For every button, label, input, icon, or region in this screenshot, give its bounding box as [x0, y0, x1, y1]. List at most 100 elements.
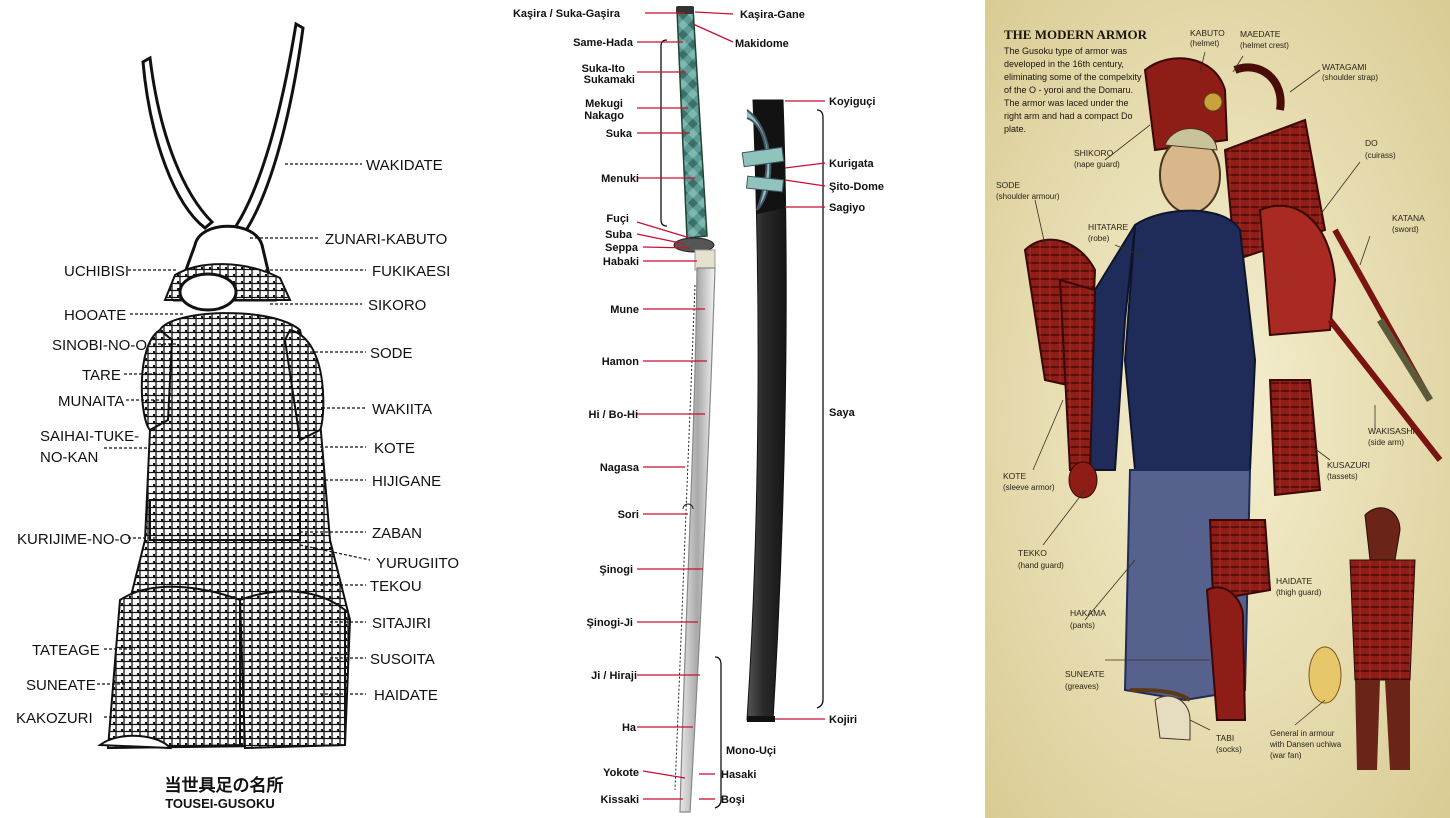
label-tekko: TEKKO	[1018, 548, 1047, 558]
katana-label: Suka-Ito	[582, 63, 626, 75]
label-katana-note: (sword)	[1392, 225, 1419, 234]
label-maedate-note: (helmet crest)	[1240, 41, 1289, 50]
katana-label: Yokote	[603, 767, 639, 779]
label-kote-note: (sleeve armor)	[1003, 483, 1055, 492]
katana-label: Hasaki	[721, 769, 756, 781]
katana-label: Hamon	[602, 356, 640, 368]
armor-label: KOTE	[374, 440, 415, 457]
katana-label: Kissaki	[600, 794, 639, 806]
description-line: The armor was laced under the	[1004, 98, 1129, 108]
katana-label: Şinogi	[599, 564, 633, 576]
label-hitatare: HITATARE	[1088, 222, 1128, 232]
label-suneate-note: (greaves)	[1065, 682, 1099, 691]
armor-caption: TOUSEI-GUSOKU	[165, 796, 275, 811]
armor-label: HIJIGANE	[372, 473, 441, 490]
katana-label: Kojiri	[829, 714, 857, 726]
armor-label: SODE	[370, 345, 413, 362]
armor-label: HOOATE	[64, 307, 126, 324]
armor-label: SIKORO	[368, 297, 426, 314]
katana-label: Mono-Uçi	[726, 745, 776, 757]
katana-label: Kurigata	[829, 158, 875, 170]
katana-label: Sagiyo	[829, 202, 865, 214]
label-kusazuri: KUSAZURI	[1327, 460, 1370, 470]
armor-label: ZUNARI-KABUTO	[325, 231, 447, 248]
katana-label: Sori	[618, 509, 639, 521]
katana-left-labels: Kaşira / Suka-Gaşira Same-Hada Suka-Ito …	[513, 8, 640, 806]
armor-left-labels: UCHIBISI HOOATE SINOBI-NO-O TARE MUNAITA…	[16, 263, 147, 727]
label-general-note: with Dansen uchiwa	[1269, 740, 1342, 749]
label-hakama: HAKAMA	[1070, 608, 1106, 618]
katana-diagram-panel: Kaşira / Suka-Gaşira Same-Hada Suka-Ito …	[485, 0, 985, 818]
description-line: right arm and had a compact Do	[1004, 111, 1133, 121]
katana-label: Seppa	[605, 242, 639, 254]
katana-right-labels: Koyiguçi Kurigata Şito-Dome Sagiyo Saya …	[829, 96, 884, 726]
hitatare-robe-shape	[1123, 209, 1257, 471]
armor-right-labels: WAKIDATE ZUNARI-KABUTO FUKIKAESI SIKORO …	[325, 157, 459, 704]
armor-label: SITAJIRI	[372, 615, 431, 632]
label-do: DO	[1365, 138, 1378, 148]
katana-label: Mekugi	[585, 98, 623, 110]
label-wakisashi-note: (side arm)	[1368, 438, 1404, 447]
kusazuri-shape	[1268, 379, 1322, 497]
label-sode-note: (shoulder armour)	[996, 192, 1060, 201]
armor-label: ZABAN	[372, 525, 422, 542]
do-cuirass-shape	[1258, 204, 1337, 337]
label-hakama-note: (pants)	[1070, 621, 1095, 630]
label-sode: SODE	[996, 180, 1020, 190]
haidate-shape	[1208, 519, 1272, 602]
armor-drawing: WAKIDATE ZUNARI-KABUTO FUKIKAESI SIKORO …	[16, 21, 459, 811]
label-katana: KATANA	[1392, 213, 1425, 223]
right-horn-shape	[233, 21, 305, 235]
modern-leader-lines	[1032, 51, 1376, 731]
katana-label: Şito-Dome	[829, 181, 884, 193]
armor-label: TEKOU	[370, 578, 422, 595]
armor-label: TARE	[82, 367, 121, 384]
left-horn-shape	[141, 55, 215, 230]
label-kote: KOTE	[1003, 471, 1026, 481]
armor-label: YURUGIITO	[376, 555, 459, 572]
katana-label: Ha	[622, 722, 637, 734]
katana-label: Hi / Bo-Hi	[589, 409, 639, 421]
description-line: plate.	[1004, 124, 1026, 134]
war-fan-shape	[1308, 646, 1342, 704]
katana-label: Makidome	[735, 38, 789, 50]
katana-label: Menuki	[601, 173, 639, 185]
katana-label: Fuçi	[606, 213, 629, 225]
modern-armor-description: The Gusoku type of armor was developed i…	[1004, 46, 1142, 134]
katana-label: Ji / Hiraji	[591, 670, 637, 682]
label-haidate: HAIDATE	[1276, 576, 1313, 586]
katana-label: Nagasa	[600, 462, 640, 474]
label-tabi-note: (socks)	[1216, 745, 1242, 754]
label-maedate: MAEDATE	[1240, 29, 1281, 39]
general-figure-helmet	[1364, 507, 1401, 561]
modern-armor-title: THE MODERN ARMOR	[1004, 27, 1148, 42]
tabi-shape	[1154, 695, 1191, 741]
katana-label: Boşi	[721, 794, 745, 806]
katana-label: Kaşira / Suka-Gaşira	[513, 8, 621, 20]
katana-label: Saya	[829, 407, 856, 419]
armor-label: SUNEATE	[26, 677, 96, 694]
armor-label: KAKOZURI	[16, 710, 93, 727]
katana-label: Sukamaki	[584, 74, 635, 86]
katana-label: Nakago	[584, 110, 624, 122]
armor-label: FUKIKAESI	[372, 263, 450, 280]
label-kusazuri-note: (tassets)	[1327, 472, 1358, 481]
armor-label: NO-KAN	[40, 449, 98, 466]
blade-shape	[679, 267, 716, 813]
katana-label: Habaki	[603, 256, 639, 268]
label-tekko-note: (hand guard)	[1018, 561, 1064, 570]
description-line: of the O - yoroi and the Domaru.	[1004, 85, 1133, 95]
katana-mid-labels: Kaşira-Gane Makidome Mono-Uçi Hasaki Boş…	[721, 9, 805, 806]
label-shikoro: SHIKORO	[1074, 148, 1114, 158]
label-do-note: (cuirass)	[1365, 151, 1396, 160]
armor-label: MUNAITA	[58, 393, 124, 410]
suneate-shape	[1205, 586, 1247, 721]
katana-label: Kaşira-Gane	[740, 9, 805, 21]
label-general: General in armour	[1270, 729, 1335, 738]
description-line: developed in the 16th century,	[1004, 59, 1124, 69]
label-watagami: WATAGAMI	[1322, 62, 1367, 72]
label-hitatare-note: (robe)	[1088, 234, 1110, 243]
modern-armor-labels: KABUTO (helmet) MAEDATE (helmet crest) W…	[996, 28, 1425, 760]
armor-diagram-panel: WAKIDATE ZUNARI-KABUTO FUKIKAESI SIKORO …	[0, 0, 485, 818]
label-haidate-note: (thigh guard)	[1276, 588, 1322, 597]
